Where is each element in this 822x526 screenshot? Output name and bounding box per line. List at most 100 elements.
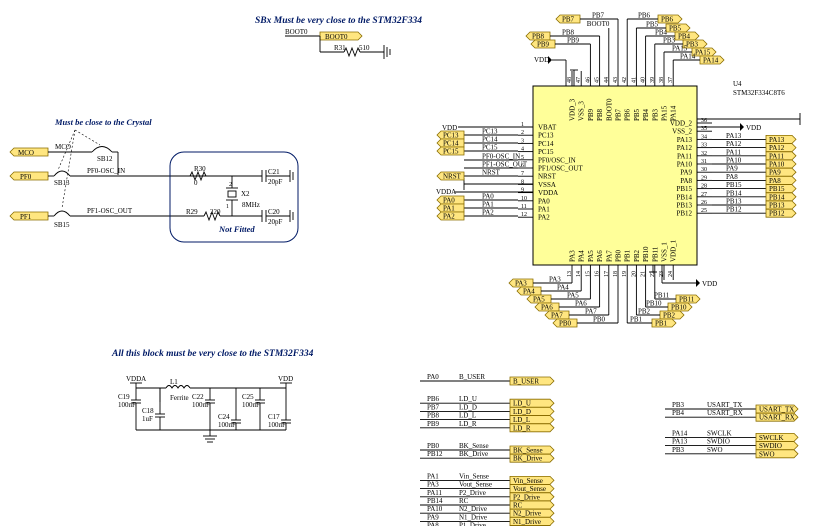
top-tag-PB6[interactable] [657,14,683,24]
right-tag-PA13-text: PA13 [769,136,785,144]
boot0-net-label: BOOT0 [285,28,308,36]
pin-num-5: 5 [521,155,524,161]
pin-name-VDDA: VDDA [538,189,558,197]
sig-tag-Vin_Sense[interactable] [509,475,555,485]
right-tag-PB15[interactable] [765,184,797,194]
right-net-PB14: PB14 [726,189,742,197]
top-tag-PA15[interactable] [691,47,717,57]
right-tag-PA10[interactable] [765,159,797,169]
left-tag-PC14-text: PC14 [443,140,459,148]
top-tag-PA14[interactable] [699,55,725,65]
note-block: All this block must be very close to the… [111,349,314,359]
rsig-tag-SWCLK[interactable] [755,432,799,442]
bottom-tag-PB2[interactable] [659,310,685,320]
pin-num-44: 44 [604,77,610,83]
sig-name-N2_Drive: N2_Drive [459,505,487,513]
pin-name-PA12: PA12 [677,144,693,152]
top-tag-PB3[interactable] [682,39,708,49]
right-tag-PB13[interactable] [765,200,797,210]
pin-name-PC13: PC13 [538,132,554,140]
r30-value: 0 [194,179,198,187]
pin-name-PA1: PA1 [538,206,550,214]
right-tag-PA13[interactable] [765,134,797,144]
right-tag-PA8[interactable] [765,175,797,185]
left-tag-PC13[interactable] [436,130,465,140]
pin-num-2: 2 [521,130,524,136]
top-tag-PB5[interactable] [665,23,691,33]
pin-name-PA2: PA2 [538,214,550,222]
sig-tag-N1_Drive[interactable] [509,517,555,526]
bottom-tag-PB10-text: PB10 [671,304,687,312]
right-tag-PB12[interactable] [765,208,797,218]
pin-num-1: 1 [521,122,524,128]
pin-num-48: 48 [567,77,573,83]
left-tag-PA0[interactable] [436,195,465,205]
bottom-tag-PB1[interactable] [651,318,677,328]
rsig-tag-SWO[interactable] [755,449,799,459]
chip-part: STM32F334C8T6 [733,89,785,97]
left-net-PA2: PA2 [482,209,494,217]
pin-name-PB3: PB3 [651,108,659,121]
sig-tag-BK_Drive[interactable] [509,453,555,463]
left-tag-PC14[interactable] [436,138,465,148]
sig-tag-P2_Drive[interactable] [509,492,555,502]
left-tag-NRST[interactable] [436,171,465,181]
pin-num-31: 31 [701,159,707,165]
mcu-chip-body[interactable] [532,85,698,266]
sig-tag-N2_Drive[interactable] [509,508,555,518]
sig-tag-BK_Sense[interactable] [509,445,555,455]
rsig-tag-SWDIO[interactable] [755,441,799,451]
pf1-net-label: PF1-OSC_OUT [87,207,133,215]
pin-num-8: 8 [521,179,524,185]
sig-tag-text-LD_D: LD_D [513,408,531,416]
rsig-tag-USART_RX[interactable] [755,412,799,422]
sig-name-BK_Drive: BK_Drive [459,450,488,458]
sig-tag-B_USER[interactable] [509,376,555,386]
x2-pin2: 1 [226,204,229,210]
bottom-tag-PA5-text: PA5 [533,296,545,304]
left-tag-PA2[interactable] [436,211,465,221]
vdd-bottom-label: VDD [702,280,717,288]
pin-name-PA15: PA15 [661,105,669,121]
bottom-tag-PB11-text: PB11 [679,296,695,304]
pin-name-PA11: PA11 [677,152,693,160]
bottom-tag-PA7-text: PA7 [551,312,563,320]
boot0-section: BOOT0 BOOT0 R31 510 [285,28,391,59]
sig-tag-LD_U[interactable] [509,398,555,408]
c20-value: 20pF [268,218,283,226]
rsig-name-USART_TX: USART_TX [707,401,742,409]
pin-name-PA13: PA13 [677,136,693,144]
sig-tag-LD_L[interactable] [509,415,555,425]
vdd-decouple-label: VDD [278,375,293,383]
right-tag-PA11[interactable] [765,151,797,161]
pin-num-19: 19 [622,271,628,277]
sig-tag-LD_D[interactable] [509,406,555,416]
right-tag-PA9[interactable] [765,167,797,177]
pin-num-11: 11 [521,204,527,210]
bottom-tag-PB11[interactable] [675,294,701,304]
top-tag-PB3-text: PB3 [686,41,699,49]
right-tag-PA12[interactable] [765,143,797,153]
rsig-tag-text-USART_RX: USART_RX [759,414,795,422]
sig-tag-LD_R[interactable] [509,423,555,433]
pin-num-35: 35 [701,126,707,132]
pin-num-6: 6 [521,163,524,169]
right-tag-PB14[interactable] [765,192,797,202]
pin-num-13: 13 [567,271,573,277]
note-crystal: Must be close to the Crystal [54,117,152,127]
bottom-tag-PB10[interactable] [667,302,693,312]
right-tag-PB13-text: PB13 [769,202,785,210]
pin-name-PB6: PB6 [624,108,632,121]
rsig-tag-USART_TX[interactable] [755,404,799,414]
pin-num-10: 10 [521,196,527,202]
sig-tag-Vout_Sense[interactable] [509,484,555,494]
left-tag-PA1[interactable] [436,203,465,213]
sig-tag-RC[interactable] [509,500,555,510]
sig-pin-PB6-LD_U: PB6 [427,395,440,403]
top-tag-PB4[interactable] [674,31,700,41]
left-tag-PC15[interactable] [436,146,465,156]
sig-name-BK_Sense: BK_Sense [459,442,489,450]
pin-num-12: 12 [521,212,527,218]
